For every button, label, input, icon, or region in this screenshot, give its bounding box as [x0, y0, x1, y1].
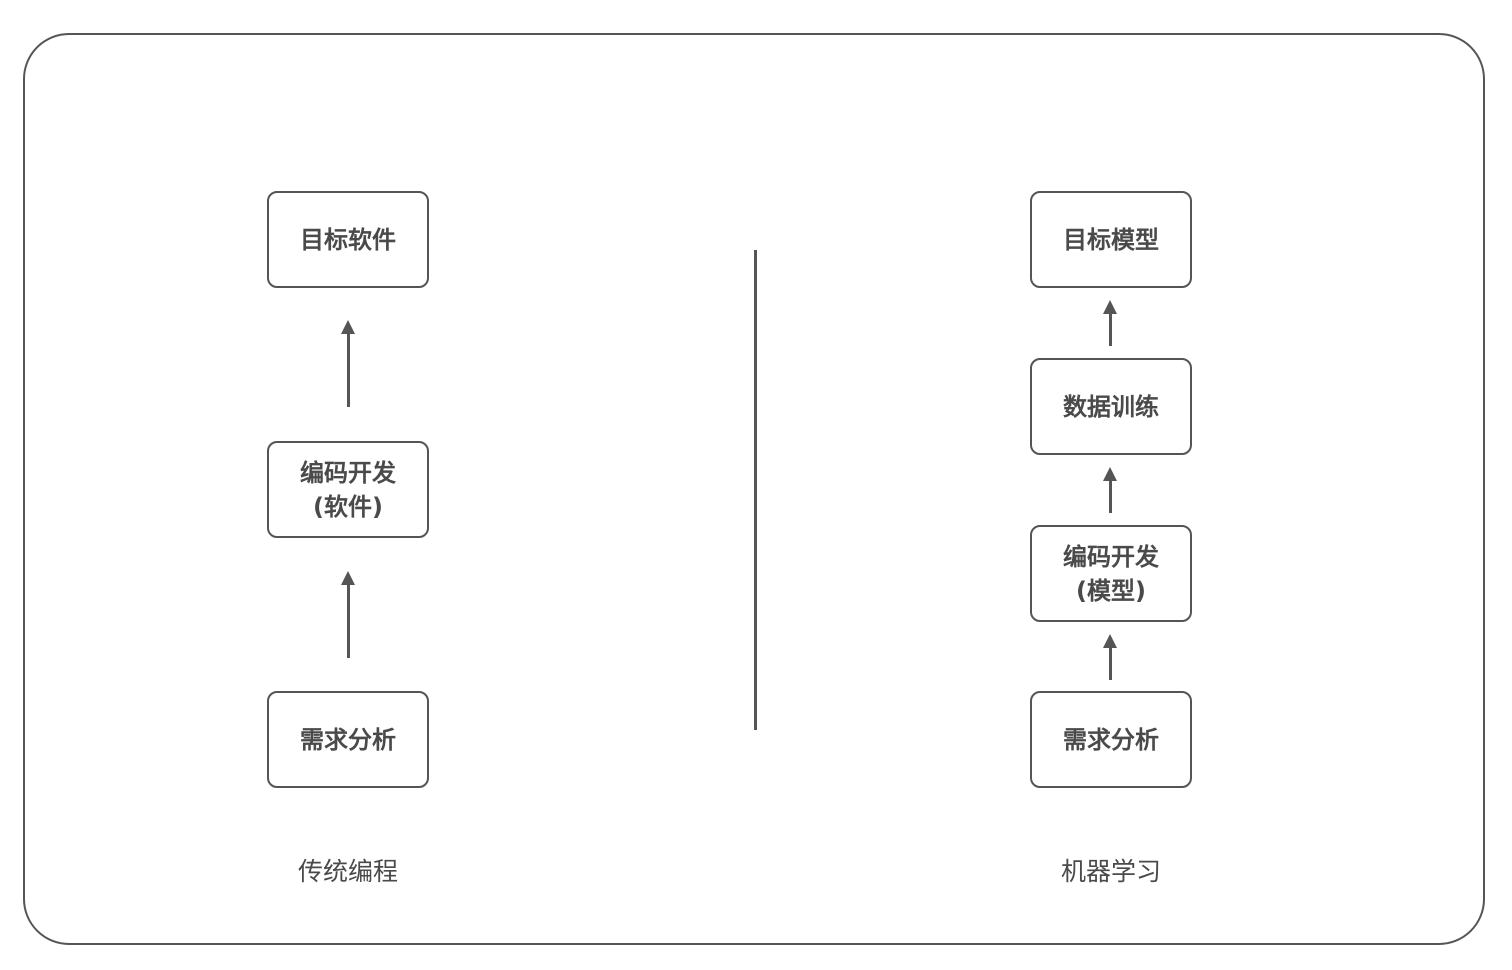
trad-coding-box: 编码开发 (软件) [267, 441, 429, 538]
ml-arrow-dev-to-train [1102, 467, 1118, 513]
trad-coding-label-line2: (软件) [313, 492, 383, 521]
ml-target-model-label: 目标模型 [1063, 225, 1159, 254]
ml-target-model-box: 目标模型 [1030, 191, 1192, 288]
trad-requirements-label: 需求分析 [300, 725, 396, 754]
trad-target-software-box: 目标软件 [267, 191, 429, 288]
trad-arrow-dev-to-target [340, 320, 356, 407]
ml-coding-label-line1: 编码开发 [1063, 542, 1159, 571]
trad-target-software-label: 目标软件 [300, 225, 396, 254]
ml-arrow-train-to-target [1102, 300, 1118, 346]
trad-coding-label-line1: 编码开发 [300, 458, 396, 487]
trad-requirements-box: 需求分析 [267, 691, 429, 788]
trad-caption: 传统编程 [297, 857, 398, 886]
ml-coding-box: 编码开发 (模型) [1030, 525, 1192, 622]
column-divider [754, 250, 757, 730]
ml-data-training-label: 数据训练 [1063, 392, 1159, 421]
ml-requirements-label: 需求分析 [1063, 725, 1159, 754]
ml-data-training-box: 数据训练 [1030, 358, 1192, 455]
ml-requirements-box: 需求分析 [1030, 691, 1192, 788]
ml-arrow-req-to-dev [1102, 634, 1118, 680]
ml-caption: 机器学习 [1060, 857, 1161, 886]
trad-arrow-req-to-dev [340, 571, 356, 658]
ml-coding-label-line2: (模型) [1076, 576, 1146, 605]
